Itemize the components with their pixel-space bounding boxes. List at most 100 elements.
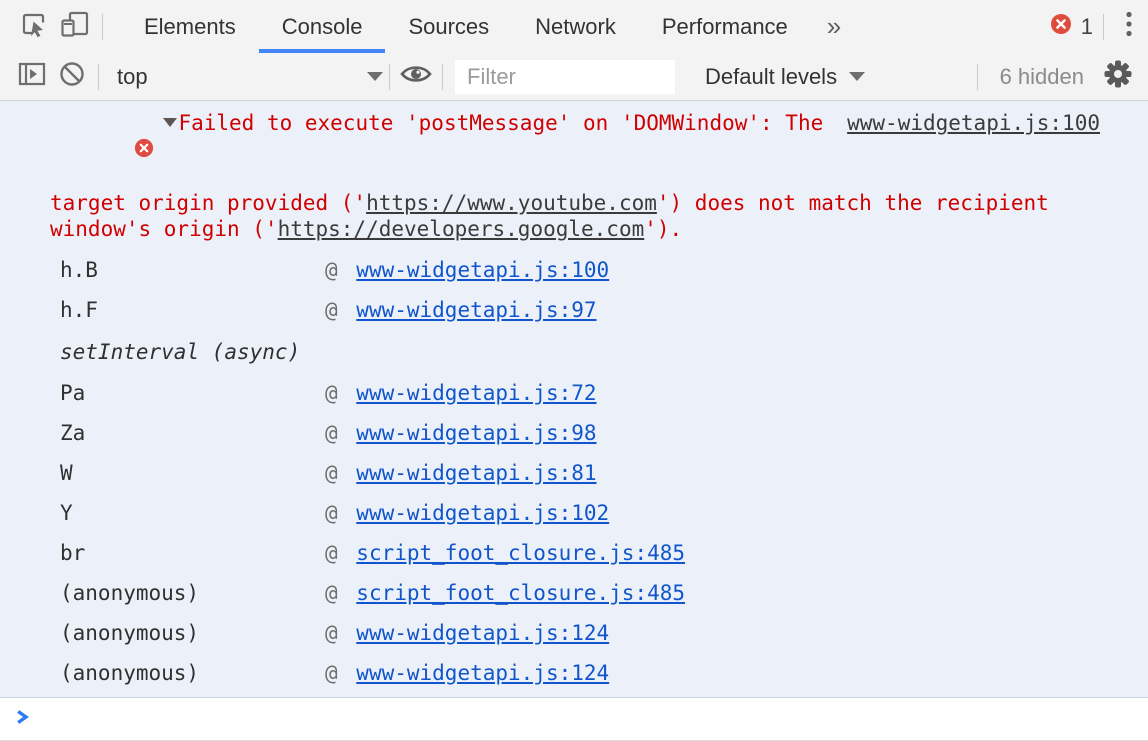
stack-trace: h.B @ www-widgetapi.js:100 h.F @ www-wid… xyxy=(0,250,1148,693)
tab-sources[interactable]: Sources xyxy=(385,0,512,53)
chevron-right-icon xyxy=(15,708,31,730)
console-messages-area: Failed to execute 'postMessage' on 'DOMW… xyxy=(0,101,1148,741)
tab-label: Console xyxy=(281,13,363,39)
filter-input[interactable] xyxy=(455,59,675,94)
at-symbol: @ xyxy=(325,461,351,485)
tab-network[interactable]: Network xyxy=(512,0,639,53)
console-toolbar: top Default levels 6 hidden xyxy=(0,53,1148,101)
chevron-down-icon xyxy=(849,72,866,81)
at-symbol: @ xyxy=(325,661,351,685)
tab-elements[interactable]: Elements xyxy=(121,0,259,53)
settings-button[interactable] xyxy=(1098,57,1138,97)
console-prompt[interactable] xyxy=(0,698,1148,741)
clear-console-button[interactable] xyxy=(52,57,92,97)
stack-frame-link[interactable]: www-widgetapi.js:98 xyxy=(356,421,597,445)
stack-frame-location: @ www-widgetapi.js:100 xyxy=(325,258,609,282)
stack-frame-location: @ www-widgetapi.js:102 xyxy=(325,501,609,525)
stack-frame-link[interactable]: www-widgetapi.js:72 xyxy=(356,381,597,405)
stack-frame-function: Pa xyxy=(60,381,86,405)
stack-frame-function: setInterval (async) xyxy=(60,339,301,364)
stack-frame-link[interactable]: www-widgetapi.js:97 xyxy=(356,298,597,322)
divider xyxy=(389,63,390,90)
error-circle-icon xyxy=(8,112,154,190)
at-symbol: @ xyxy=(325,381,351,405)
at-symbol: @ xyxy=(325,621,351,645)
divider xyxy=(98,63,99,90)
tab-performance[interactable]: Performance xyxy=(639,0,811,53)
stack-frame-link[interactable]: script_foot_closure.js:485 xyxy=(356,541,686,565)
levels-value: Default levels xyxy=(705,63,838,89)
tab-label: Sources xyxy=(408,13,490,39)
at-symbol: @ xyxy=(325,421,351,445)
stack-frame-function: Za xyxy=(60,421,86,445)
stack-frame-link[interactable]: www-widgetapi.js:124 xyxy=(356,621,610,645)
console-sidebar-button[interactable] xyxy=(12,57,52,97)
tab-label: Network xyxy=(535,13,616,39)
inspect-element-icon xyxy=(18,9,48,44)
clear-console-icon xyxy=(58,60,86,93)
stack-frame-location: @ www-widgetapi.js:97 xyxy=(325,298,597,322)
stack-frame: (anonymous) @ www-widgetapi.js:124 xyxy=(0,653,1148,693)
kebab-menu-icon xyxy=(1125,10,1133,43)
source-location-link[interactable]: www-widgetapi.js:100 xyxy=(847,111,1100,135)
tabbar-left-icons xyxy=(0,0,109,53)
stack-frame-location: @ script_foot_closure.js:485 xyxy=(325,541,685,565)
stack-frame-function: br xyxy=(60,541,86,565)
stack-frame: h.B @ www-widgetapi.js:100 xyxy=(0,250,1148,290)
at-symbol: @ xyxy=(325,298,351,322)
error-line-2: target origin provided ('https://www.you… xyxy=(0,190,1148,216)
error-count-indicator[interactable]: 1 xyxy=(1046,0,1097,53)
stack-frame-link[interactable]: www-widgetapi.js:124 xyxy=(356,661,610,685)
chevron-down-icon xyxy=(367,72,383,81)
error-circle-icon xyxy=(1050,13,1072,40)
tab-console[interactable]: Console xyxy=(258,0,386,53)
stack-frame-location: @ www-widgetapi.js:72 xyxy=(325,381,597,405)
error-line-3: window's origin ('https://developers.goo… xyxy=(0,216,1148,242)
at-symbol: @ xyxy=(325,541,351,565)
at-symbol: @ xyxy=(325,581,351,605)
tab-label: Elements xyxy=(144,13,236,39)
error-text: ') does not match the recipient xyxy=(656,191,1049,215)
error-url-link[interactable]: https://developers.google.com xyxy=(277,217,645,241)
stack-frame: (anonymous) @ script_foot_closure.js:485 xyxy=(0,573,1148,613)
at-symbol: @ xyxy=(325,501,351,525)
tab-label: Performance xyxy=(661,13,788,39)
stack-frame-link[interactable]: www-widgetapi.js:81 xyxy=(356,461,597,485)
stack-frame-link[interactable]: www-widgetapi.js:102 xyxy=(356,501,610,525)
inspect-element-button[interactable] xyxy=(12,6,54,48)
stack-frame-location: @ www-widgetapi.js:81 xyxy=(325,461,597,485)
stack-frame: setInterval (async) xyxy=(0,330,1148,373)
stack-frame-location: @ script_foot_closure.js:485 xyxy=(325,581,685,605)
stack-frame: Y @ www-widgetapi.js:102 xyxy=(0,493,1148,533)
stack-frame: br @ script_foot_closure.js:485 xyxy=(0,533,1148,573)
error-text: Failed to execute 'postMessage' on 'DOMW… xyxy=(178,111,824,135)
collapse-triangle-icon[interactable] xyxy=(163,118,178,127)
at-symbol: @ xyxy=(325,258,351,282)
live-expression-button[interactable] xyxy=(396,57,436,97)
devtools-tabbar: Elements Console Sources Network Perform… xyxy=(0,0,1148,53)
stack-frame-location: @ www-widgetapi.js:124 xyxy=(325,661,609,685)
stack-frame: Pa @ www-widgetapi.js:72 xyxy=(0,373,1148,413)
divider xyxy=(442,63,443,90)
stack-frame-function: h.F xyxy=(60,298,98,322)
device-toolbar-button[interactable] xyxy=(54,6,96,48)
device-toolbar-icon xyxy=(60,10,90,43)
stack-frame-link[interactable]: www-widgetapi.js:100 xyxy=(356,258,610,282)
more-tabs-button[interactable]: » xyxy=(811,0,857,53)
stack-frame: h.F @ www-widgetapi.js:97 xyxy=(0,290,1148,330)
hidden-messages-label: 6 hidden xyxy=(999,63,1084,89)
devtools-menu-button[interactable] xyxy=(1110,6,1148,48)
execution-context-selector[interactable]: top xyxy=(117,64,383,90)
stack-frame-function: Y xyxy=(60,501,73,525)
stack-frame: Za @ www-widgetapi.js:98 xyxy=(0,413,1148,453)
error-url-link[interactable]: https://www.youtube.com xyxy=(366,191,657,215)
console-error-message: Failed to execute 'postMessage' on 'DOMW… xyxy=(0,101,1148,698)
context-value: top xyxy=(117,63,148,89)
divider xyxy=(976,63,978,90)
stack-frame-link[interactable]: script_foot_closure.js:485 xyxy=(356,581,686,605)
stack-frame-location: @ www-widgetapi.js:124 xyxy=(325,621,609,645)
log-levels-dropdown[interactable]: Default levels xyxy=(705,63,866,90)
stack-frame-function: (anonymous) xyxy=(60,661,200,685)
divider xyxy=(102,13,103,40)
